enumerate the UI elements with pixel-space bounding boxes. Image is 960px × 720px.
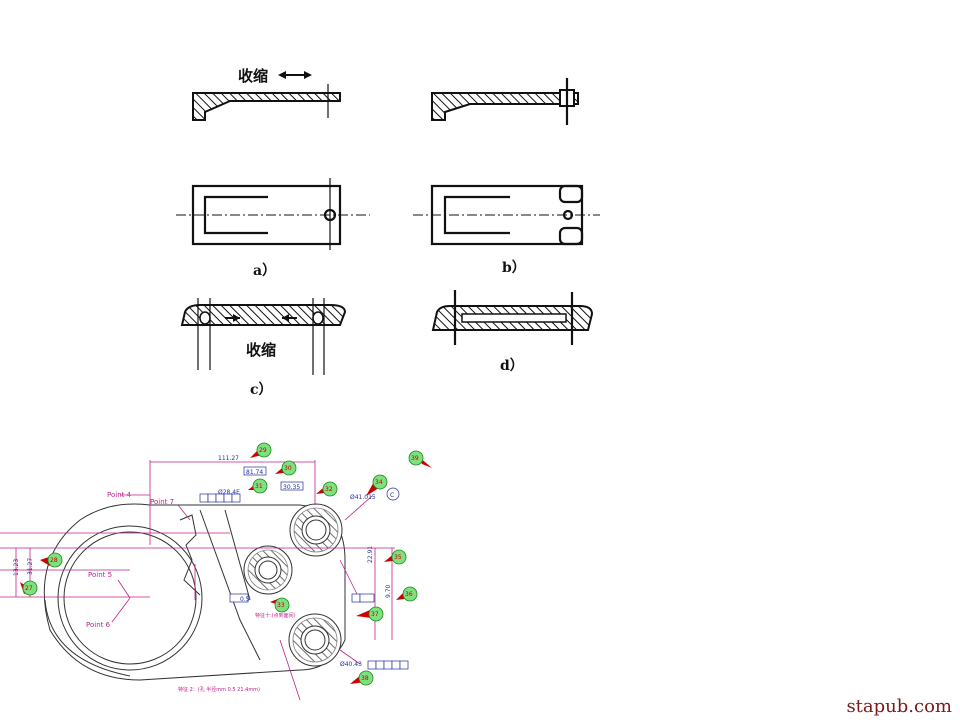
cad-point-7: Point 7 <box>150 498 174 506</box>
figure-b-pin-hole <box>562 209 574 221</box>
cad-dim-0-5: 0.5 <box>240 596 250 603</box>
cad-balloon-39: 39 <box>408 450 432 468</box>
cad-fcf-top <box>199 493 241 503</box>
cad-dimension-lines <box>0 460 395 701</box>
shrink-label-c: 收缩 <box>246 341 276 359</box>
cad-balloon-33: 33 <box>270 597 290 613</box>
svg-text:32: 32 <box>325 486 333 493</box>
figure-c-section-profile <box>180 304 347 326</box>
cad-balloon-35: 35 <box>384 549 407 565</box>
svg-text:27: 27 <box>25 585 33 592</box>
cad-dim-9-70: 9.70 <box>385 584 392 598</box>
cad-balloon-28: 28 <box>40 552 63 568</box>
cad-large-bore-outer <box>57 525 203 671</box>
svg-text:31: 31 <box>255 483 263 490</box>
cad-point-6: Point 6 <box>86 621 111 629</box>
cad-datum-circle <box>386 487 400 501</box>
watermark-text: stapub.com <box>846 696 952 717</box>
svg-text:34: 34 <box>375 479 383 486</box>
figure-c-pin-hole-right <box>312 311 324 325</box>
cad-balloon-34: 34 <box>366 474 388 496</box>
cad-part-drawing: Point 4 Point 7 Point 5 Point 6 111.27 8… <box>0 442 432 701</box>
cad-part-lower-curve <box>44 599 131 677</box>
svg-text:38: 38 <box>361 675 369 682</box>
figure-d-section: d） <box>431 290 594 374</box>
figure-c-pin-hole-left <box>199 311 211 325</box>
cad-dim-111-27: 111.27 <box>218 455 239 462</box>
cad-fcf-bottom <box>367 660 409 670</box>
cad-dim-30-35: 30.35 <box>283 484 300 491</box>
cad-note-feature: 特征十:(点到面间) <box>255 612 296 619</box>
figure-d-label: d） <box>500 358 524 374</box>
cad-balloon-32: 32 <box>316 481 338 497</box>
figure-b-plan: b） <box>413 184 600 276</box>
cad-dim-box-81-74 <box>243 466 267 476</box>
cad-web-line <box>199 509 261 661</box>
svg-text:29: 29 <box>259 447 267 454</box>
svg-text:39: 39 <box>411 455 419 462</box>
figure-a-plan: a） <box>176 178 370 279</box>
figure-a-section: 收缩 <box>192 67 341 121</box>
cad-balloon-36: 36 <box>396 586 418 602</box>
cad-point-5: Point 5 <box>88 571 112 579</box>
figure-b-notch-top <box>558 184 584 204</box>
shrink-arrow-icon <box>278 71 312 79</box>
cad-balloon-37: 37 <box>356 606 384 622</box>
figure-c-shrink-arrows-icon <box>225 314 297 322</box>
figure-b-section-profile <box>431 92 579 121</box>
figure-d-groove <box>461 313 567 323</box>
figure-b-label: b） <box>502 260 526 276</box>
cad-dim-dia-mid: Ø28.4E <box>218 489 240 496</box>
svg-text:35: 35 <box>394 554 402 561</box>
cad-balloon-38: 38 <box>350 670 374 686</box>
svg-text:36: 36 <box>405 591 413 598</box>
svg-text:37: 37 <box>371 611 379 618</box>
figure-c-pins-right <box>312 298 325 375</box>
figure-c-label: c） <box>250 382 273 398</box>
svg-text:33: 33 <box>277 602 285 609</box>
shrink-label-top: 收缩 <box>238 67 268 85</box>
cad-datum-c: C <box>390 492 394 499</box>
cad-note-hole: 特征 2：(孔 半径mm 0.5 21.4mm) <box>178 686 260 693</box>
cad-dim-31-27: 31.27 <box>27 558 34 575</box>
cad-balloon-31: 31 <box>248 478 268 494</box>
svg-text:30: 30 <box>284 465 292 472</box>
figure-b-section <box>431 78 579 125</box>
cad-balloon-30: 30 <box>275 460 297 476</box>
cad-dim-box-30-35 <box>280 481 304 491</box>
cad-balloon-29: 29 <box>250 442 272 458</box>
cad-boss-middle <box>243 545 293 595</box>
cad-dim-13-23: 13.23 <box>13 559 20 576</box>
svg-text:28: 28 <box>50 557 58 564</box>
cad-boss-top <box>289 503 343 557</box>
cad-web-line-2 <box>224 509 251 601</box>
figure-a-label: a） <box>253 263 276 279</box>
cad-balloon-27: 27 <box>20 580 38 596</box>
cad-dim-22-91: 22.91 <box>367 546 374 563</box>
figure-c-pins-left <box>197 298 211 370</box>
cad-dim-dia-bot: Ø40.43 <box>340 661 362 668</box>
figure-b-notch-bottom <box>558 226 584 246</box>
figure-a-section-profile <box>192 92 341 121</box>
figure-c-section: 收缩 c） <box>180 298 347 398</box>
figure-a-slot <box>203 195 268 235</box>
cad-boss-bottom <box>288 613 342 667</box>
cad-fcf-right <box>351 593 375 603</box>
cad-large-bore-inner <box>63 531 197 665</box>
cad-dim-81-74: 81.74 <box>246 469 263 476</box>
cad-dim-dia-top: Ø41.015 <box>350 494 376 501</box>
cad-clamp-slot <box>179 514 201 596</box>
cad-point-4: Point 4 <box>107 491 132 499</box>
cad-dim-box-0-5 <box>229 593 249 603</box>
